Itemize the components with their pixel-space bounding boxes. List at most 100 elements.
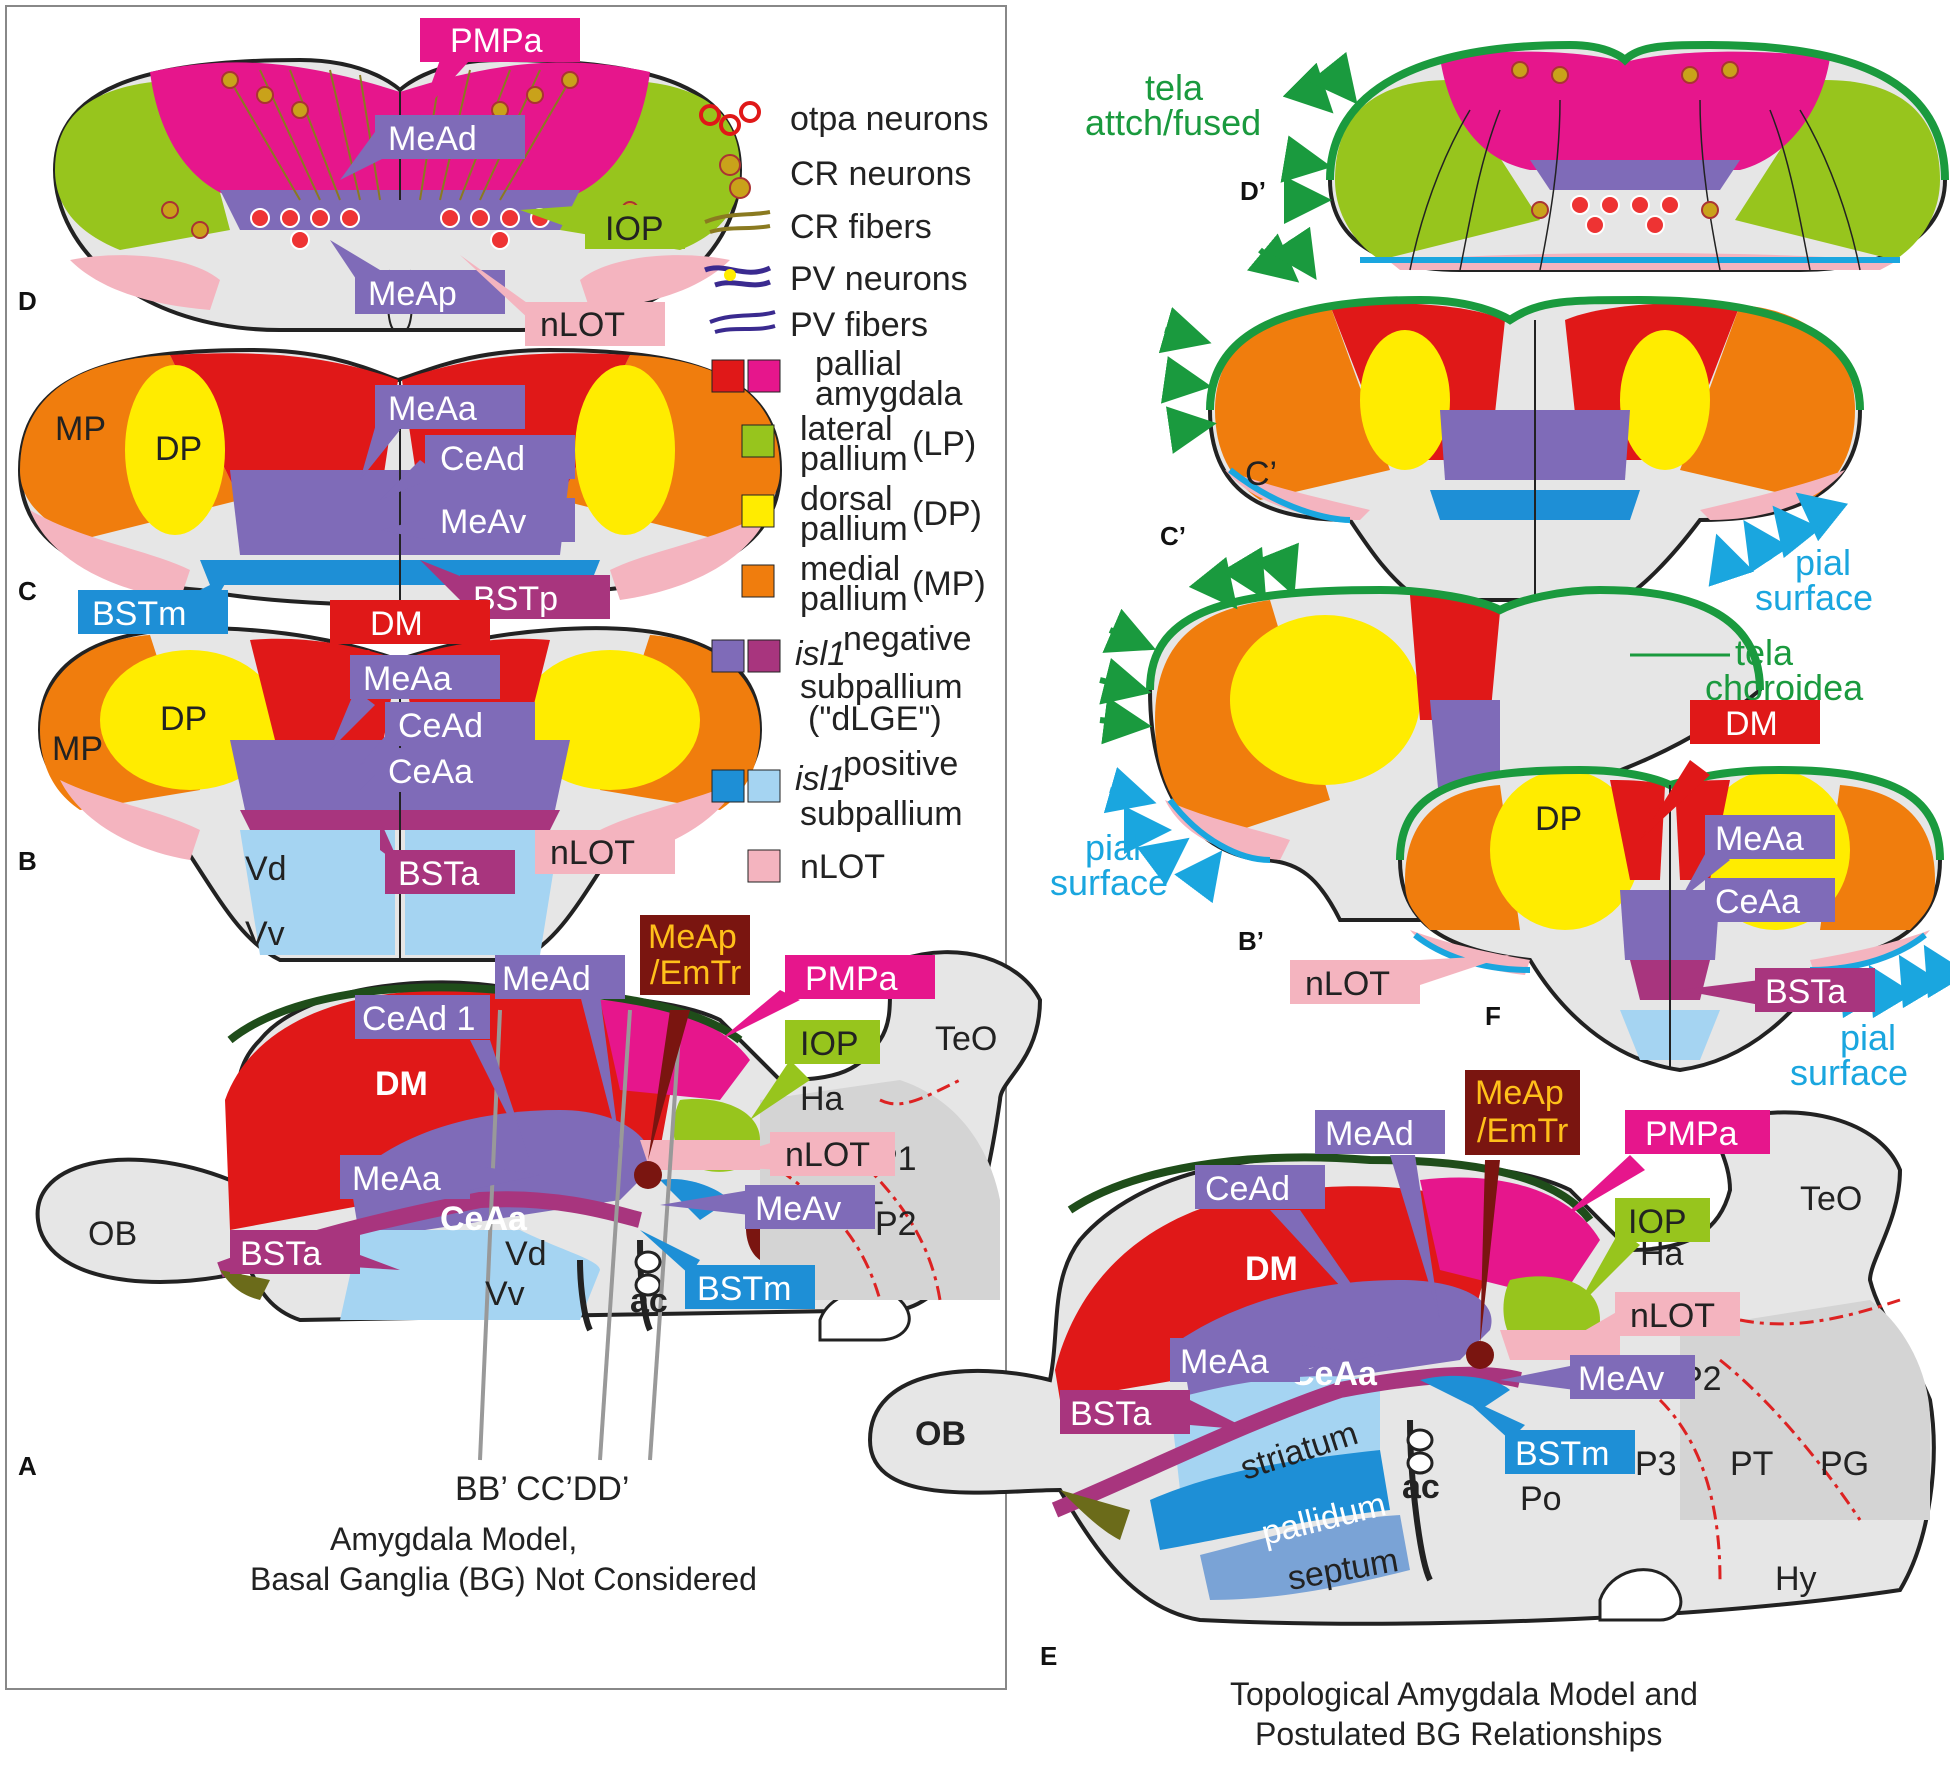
legend-pallial-1: pallial <box>815 345 902 383</box>
svg-text:MeAa: MeAa <box>1715 820 1804 858</box>
svg-text:CeAd: CeAd <box>1205 1170 1290 1208</box>
label-p2-a: P2 <box>875 1205 917 1243</box>
panel-a-label: A <box>18 1451 37 1481</box>
caption-right-1: Topological Amygdala Model and <box>1230 1676 1698 1712</box>
label-tela-attch-2: attch/fused <box>1085 102 1261 143</box>
svg-text:nLOT: nLOT <box>785 1136 870 1174</box>
legend-medial-abbr: (MP) <box>912 565 986 603</box>
label-ha-a: Ha <box>800 1080 844 1118</box>
svg-text:BSTm: BSTm <box>92 595 186 633</box>
svg-text:nLOT: nLOT <box>550 834 635 872</box>
panel-dp-label: D’ <box>1240 176 1266 206</box>
label-pial-b-1: pial <box>1085 827 1141 868</box>
legend-medial-2: pallium <box>800 580 908 618</box>
label-dm-a: DM <box>375 1065 428 1103</box>
label-po-e: Po <box>1520 1480 1562 1518</box>
legend-cr-text: CR neurons <box>790 155 971 193</box>
label-p3-e: P3 <box>1635 1445 1677 1483</box>
tag-dm-f: DM <box>1640 700 1820 840</box>
svg-text:MeAa: MeAa <box>1180 1343 1269 1381</box>
legend-pv-fibers: PV fibers <box>709 306 928 344</box>
label-vv-a: Vv <box>485 1275 525 1313</box>
label-pt-e: PT <box>1730 1445 1773 1483</box>
legend-pv: PV neurons <box>704 260 968 298</box>
svg-text:PMPa: PMPa <box>805 960 898 998</box>
tag-meav-a: MeAv <box>660 1185 875 1229</box>
svg-text:MeAp: MeAp <box>1475 1074 1564 1112</box>
svg-text:DM: DM <box>370 605 423 643</box>
tag-meap-emtr-a: MeAp /EmTr <box>640 915 750 1160</box>
label-vd-a: Vd <box>505 1235 547 1273</box>
svg-text:MeAv: MeAv <box>1578 1360 1664 1398</box>
svg-text:MeAv: MeAv <box>440 503 526 541</box>
tag-bsta-a: BSTa <box>230 1230 400 1274</box>
tag-meap-d: MeAp <box>330 240 505 314</box>
svg-text:BSTm: BSTm <box>1515 1435 1609 1473</box>
label-ceaa-a: CeAa <box>440 1200 528 1238</box>
tag-bsta-b: BSTa <box>380 820 515 894</box>
label-pg-e: PG <box>1820 1445 1869 1483</box>
tag-pmpa-e: PMPa <box>1560 1110 1770 1220</box>
label-pial-f-2: surface <box>1790 1052 1908 1093</box>
tag-bsta-e: BSTa <box>1060 1390 1250 1434</box>
svg-text:BSTa: BSTa <box>240 1235 321 1273</box>
label-c-prime-inner: C’ <box>1245 455 1277 493</box>
svg-text:CeAa: CeAa <box>388 753 473 791</box>
label-pial-f-1: pial <box>1840 1017 1896 1058</box>
tag-cead1-a: CeAd 1 <box>355 995 530 1160</box>
panel-e-label: E <box>1040 1641 1057 1671</box>
legend-dorsal: dorsal pallium (DP) <box>741 480 982 548</box>
svg-text:IOP: IOP <box>1628 1203 1687 1241</box>
legend-lateral-1: lateral <box>800 410 893 448</box>
svg-text:CeAa: CeAa <box>1715 883 1800 921</box>
legend-otpa: otpa neurons <box>699 100 989 138</box>
tag-bstm-a: BSTm <box>640 1230 815 1309</box>
legend-isl1neg-gene: isl1 <box>795 635 846 673</box>
legend-isl1neg-3: ("dLGE") <box>808 700 942 738</box>
legend-nlot-text: nLOT <box>800 848 885 886</box>
svg-text:/EmTr: /EmTr <box>1477 1112 1568 1150</box>
tag-meav-c: MeAv <box>380 498 575 542</box>
tag-nlot-a: nLOT <box>700 1132 895 1176</box>
tag-cead-b: CeAd <box>360 702 535 765</box>
tag-meap-emtr-e: MeAp /EmTr <box>1465 1070 1580 1345</box>
tag-meaa-a: MeAa <box>340 1155 540 1199</box>
tag-nlot-e: nLOT <box>1560 1292 1740 1345</box>
label-section-lines: BB’ CC’DD’ <box>455 1470 629 1508</box>
svg-text:CeAd: CeAd <box>440 440 525 478</box>
panel-d-label: D <box>18 286 37 316</box>
legend-dorsal-2: pallium <box>800 510 908 548</box>
legend-pv-text: PV neurons <box>790 260 968 298</box>
legend-medial-1: medial <box>800 550 900 588</box>
svg-text:nLOT: nLOT <box>1305 965 1390 1003</box>
section-c-prime: C’ C’ pial surface <box>1158 226 1873 618</box>
tag-iop-e: IOP <box>1575 1198 1710 1310</box>
legend-cr-fibers: CR fibers <box>704 208 932 246</box>
tag-iop-d: IOP <box>520 205 685 249</box>
legend-isl1pos-sup: positive <box>843 745 958 783</box>
section-e-sagittal: OB DM CeAa striatum pallidum septum ac P… <box>867 1110 1936 1752</box>
section-b: MP DP Vd Vv B <box>18 626 763 962</box>
caption-left-2: Basal Ganglia (BG) Not Considered <box>250 1561 757 1597</box>
tag-meaa-c: MeAa <box>360 385 525 480</box>
tag-ceaa-b: CeAa <box>360 748 525 792</box>
tag-mead-e: MeAd <box>1315 1110 1445 1320</box>
section-d-prime: tela attch/fused D’ <box>1085 40 1949 272</box>
legend-lateral-abbr: (LP) <box>912 425 976 463</box>
svg-text:IOP: IOP <box>800 1025 859 1063</box>
label-pial-c-1: pial <box>1795 542 1851 583</box>
svg-text:MeAp: MeAp <box>648 918 737 956</box>
label-ac-a: ac <box>630 1282 668 1320</box>
label-teo-a: TeO <box>935 1020 997 1058</box>
tag-meaa-b: MeAa <box>330 655 500 750</box>
legend-medial: medial pallium (MP) <box>741 550 986 618</box>
svg-text:MeAv: MeAv <box>755 1190 841 1228</box>
legend-isl1pos-2: subpallium <box>800 795 963 833</box>
svg-text:CeAd: CeAd <box>398 707 483 745</box>
caption-right-2: Postulated BG Relationships <box>1255 1716 1662 1752</box>
tag-cead-c: CeAd <box>380 435 575 500</box>
legend: otpa neurons CR neurons CR fibers PV neu… <box>699 100 989 886</box>
label-tela-attch-1: tela <box>1145 67 1204 108</box>
svg-text:PMPa: PMPa <box>450 22 543 60</box>
